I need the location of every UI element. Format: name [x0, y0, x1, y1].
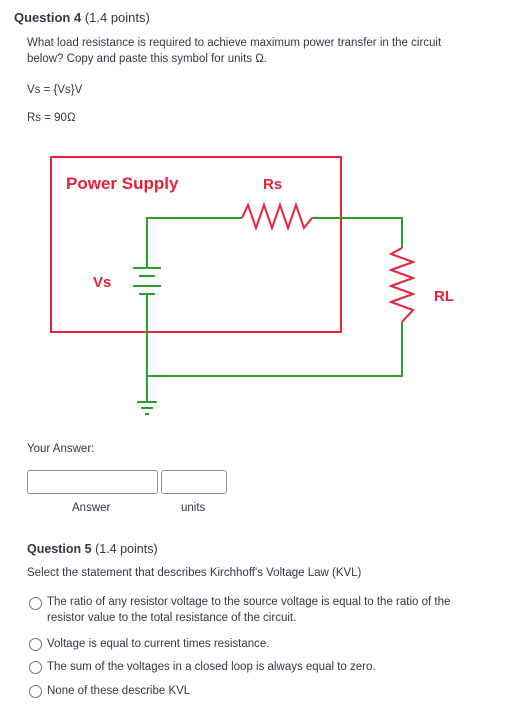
rl-resistor-symbol [388, 247, 416, 323]
question-4-prompt-line2: below? Copy and paste this symbol for un… [27, 53, 267, 65]
vs-value-text: Vs = {Vs}V [27, 84, 83, 96]
question-5-title: Question 5 (1.4 points) [27, 542, 158, 556]
option-2-text[interactable]: Voltage is equal to current times resist… [47, 638, 270, 650]
ground-symbol [137, 401, 157, 415]
battery-symbol [133, 267, 161, 295]
power-supply-label: Power Supply [66, 174, 179, 193]
wire-vs-to-rs [146, 217, 242, 268]
answer-field-label: Answer [72, 502, 111, 514]
question-4-points: (1.4 points) [84, 10, 150, 25]
option-2-radio[interactable] [29, 638, 42, 651]
your-answer-label: Your Answer: [27, 443, 95, 455]
power-supply-box [50, 156, 342, 333]
units-input[interactable] [161, 470, 227, 494]
question-4-prompt-line1: What load resistance is required to achi… [27, 37, 442, 49]
rs-label: Rs [263, 176, 282, 193]
rs-resistor-symbol [241, 201, 313, 232]
rs-value-text: Rs = 90Ω [27, 112, 76, 124]
units-field-label: units [181, 502, 206, 514]
wire-rs-to-rl [312, 217, 403, 248]
answer-input[interactable] [27, 470, 158, 494]
wire-rl-to-ground [147, 322, 403, 377]
option-3-text[interactable]: The sum of the voltages in a closed loop… [47, 661, 376, 673]
question-5-number: Question 5 [27, 542, 92, 556]
vs-label: Vs [93, 274, 111, 291]
question-5-prompt: Select the statement that describes Kirc… [27, 567, 362, 579]
option-3-radio[interactable] [29, 661, 42, 674]
option-4-text[interactable]: None of these describe KVL [47, 685, 191, 697]
circuit-wires [146, 217, 403, 402]
option-1-text[interactable]: The ratio of any resistor voltage to the… [47, 594, 450, 626]
circuit-diagram: Power Supply Rs Vs RL [50, 156, 454, 415]
rl-label: RL [434, 288, 454, 305]
option-4-radio[interactable] [29, 685, 42, 698]
question-4-prompt: What load resistance is required to achi… [27, 35, 441, 67]
question-5-points: (1.4 points) [95, 542, 158, 556]
option-1-line2: resistor value to the total resistance o… [47, 612, 297, 624]
question-4-title: Question 4 (1.4 points) [14, 10, 150, 25]
question-4-number: Question 4 [14, 10, 82, 25]
option-1-line1: The ratio of any resistor voltage to the… [47, 596, 451, 608]
option-1-radio[interactable] [29, 597, 42, 610]
